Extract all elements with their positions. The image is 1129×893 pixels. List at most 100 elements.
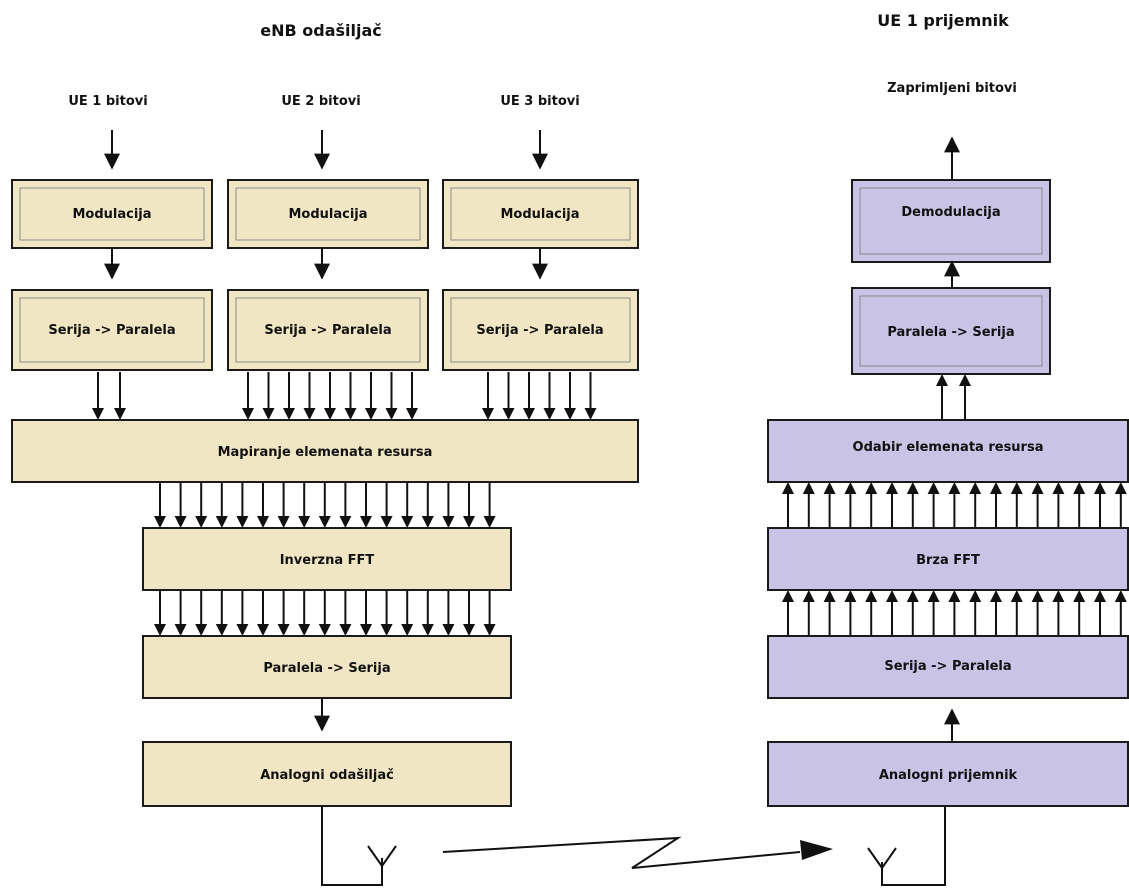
parallel-arrow [365,372,377,420]
ue3-bits-label: UE 3 bitovi [500,94,579,109]
parallel-arrow [844,482,857,528]
rx-s2p-label: Serija -> Paralela [884,659,1011,674]
ifft-label: Inverzna FFT [280,553,375,568]
modulation-block-ue2: Modulacija [227,179,429,249]
parallel-arrow [1031,482,1044,528]
modulation-label: Modulacija [500,207,579,222]
parallel-arrow [483,590,496,636]
parallel-arrow [969,590,982,636]
parallel-arrow [463,590,475,636]
parallel-arrow [385,372,398,420]
ifft-block: Inverzna FFT [142,527,512,591]
parallel-arrow [1073,590,1086,636]
parallel-arrow [401,482,414,528]
parallel-arrow [936,374,948,420]
analog-transmitter-label: Analogni odašiljač [260,768,394,783]
parallel-arrow [195,482,208,528]
parallel-arrow [236,590,249,636]
parallel-arrow [262,372,275,420]
parallel-arrow [174,482,187,528]
parallel-arrow [360,590,372,636]
parallel-arrow [927,482,940,528]
parallel-arrow [380,590,393,636]
demodulation-label: Demodulacija [901,205,1000,220]
parallel-arrow [1010,482,1023,528]
parallel-arrow [401,590,414,636]
parallel-arrow [1052,482,1065,528]
parallel-arrow [318,590,331,636]
parallel-arrow [1094,482,1106,528]
parallel-arrow [990,590,1002,636]
analog-receiver-label: Analogni prijemnik [879,768,1018,783]
parallel-arrow [482,372,494,420]
parallel-arrow [277,482,290,528]
parallel-arrow [1114,590,1127,636]
parallel-arrow [421,482,434,528]
s2p-block-ue2: Serija -> Paralela [227,289,429,371]
parallel-arrow [463,482,475,528]
rx-p2s-label: Paralela -> Serija [887,325,1014,340]
parallel-arrow [421,590,434,636]
transmitter-title: eNB odašiljač [260,21,382,40]
parallel-arrow [948,482,961,528]
parallel-arrow [339,590,352,636]
ue1-bits-label: UE 1 bitovi [68,94,147,109]
parallel-arrow [865,590,878,636]
resource-mapping-label: Mapiranje elemenata resursa [218,445,433,460]
parallel-arrow [174,590,187,636]
parallel-arrow [823,482,836,528]
parallel-arrow [1010,590,1023,636]
modulation-label: Modulacija [72,207,151,222]
parallel-arrow [886,590,898,636]
parallel-arrow [802,482,815,528]
parallel-arrow [442,590,455,636]
ue2-bits-label: UE 2 bitovi [281,94,360,109]
parallel-arrow [195,590,208,636]
receive-antenna-icon [867,806,946,886]
parallel-arrow [298,590,311,636]
parallel-arrow [1094,590,1106,636]
modulation-block-ue1: Modulacija [11,179,213,249]
wireless-link-arrow [442,836,833,869]
parallel-arrow [948,590,961,636]
parallel-arrow [154,482,166,528]
parallel-arrow [959,374,971,420]
parallel-arrow [844,590,857,636]
parallel-arrow [324,372,336,420]
tx-p2s-label: Paralela -> Serija [263,661,390,676]
parallel-arrow [344,372,357,420]
parallel-arrow [483,482,496,528]
parallel-arrow [442,482,455,528]
parallel-arrow [215,590,228,636]
parallel-arrow [523,372,535,420]
parallel-arrow [906,482,919,528]
parallel-arrow [782,482,794,528]
tx-p2s-block: Paralela -> Serija [142,635,512,699]
parallel-arrow [886,482,898,528]
parallel-arrow [969,482,982,528]
parallel-arrow [1073,482,1086,528]
parallel-arrow [584,372,597,420]
parallel-arrow [990,482,1002,528]
s2p-block-ue3: Serija -> Paralela [442,289,639,371]
s2p-label: Serija -> Paralela [48,323,175,338]
parallel-arrow [564,372,576,420]
received-bits-label: Zaprimljeni bitovi [887,81,1017,96]
modulation-label: Modulacija [288,207,367,222]
analog-transmitter-block: Analogni odašiljač [142,741,512,807]
fft-label: Brza FFT [916,553,980,568]
parallel-arrow [236,482,249,528]
demodulation-block: Demodulacija [851,179,1051,263]
parallel-arrow [283,372,295,420]
resource-selection-block: Odabir elemenata resursa [767,419,1129,483]
rx-p2s-block: Paralela -> Serija [851,287,1051,375]
fft-block: Brza FFT [767,527,1129,591]
parallel-arrow [154,590,166,636]
parallel-arrow [865,482,878,528]
tx-parallel-arrows [92,372,597,636]
parallel-arrow [406,372,418,420]
s2p-label: Serija -> Paralela [264,323,391,338]
parallel-arrow [380,482,393,528]
parallel-arrow [360,482,372,528]
parallel-arrow [318,482,331,528]
